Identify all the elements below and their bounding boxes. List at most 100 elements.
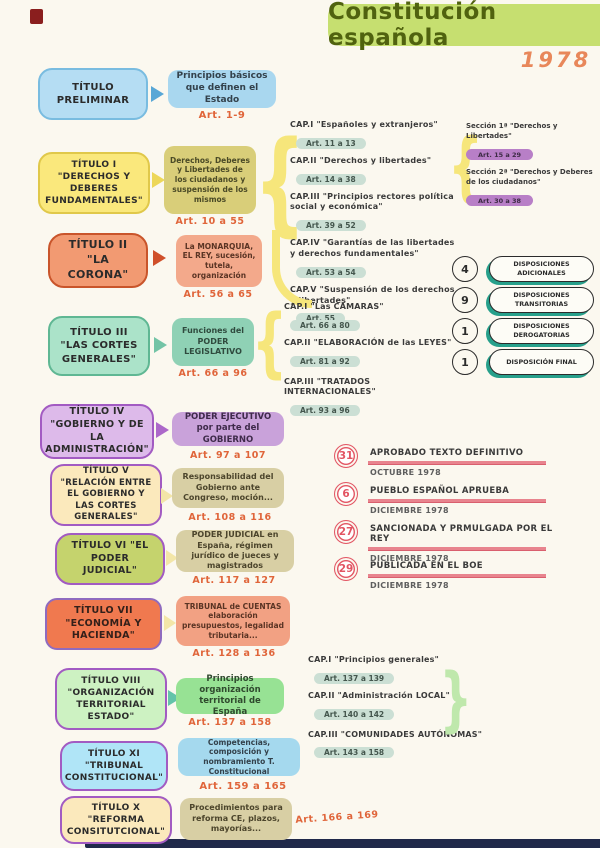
- arrow-right-icon: [166, 550, 178, 566]
- titulo-preliminar-desc: Principios básicos que definen el Estado: [168, 70, 276, 108]
- seccion-item: Sección 1ª "Derechos y Libertades" Art. …: [466, 122, 596, 168]
- titulo-8-box: TÍTULO VIII "ORGANIZACIÓN TERRITORIAL ES…: [55, 668, 167, 730]
- timeline-underline: [368, 574, 546, 578]
- titulo-7-box: TÍTULO VII "ECONOMÍA Y HACIENDA": [45, 598, 162, 650]
- titulo-8-art: Art. 137 a 158: [188, 717, 272, 728]
- timeline-event: PUBLICADA EN EL BOE: [370, 561, 483, 571]
- titulo-6-box: TÍTULO VI "EL PODER JUDICIAL": [55, 533, 165, 585]
- timeline-event: PUEBLO ESPAÑOL APRUEBA: [370, 486, 510, 496]
- count-badge: 4: [452, 256, 478, 282]
- disposicion-label: DISPOSICIÓN FINAL: [489, 349, 594, 375]
- chapter-title: CAP.I "Españoles y extranjeros": [290, 120, 438, 129]
- chapter-item: CAP.III "TRATADOS INTERNACIONALES" Art. …: [284, 377, 456, 418]
- chapter-title: CAP.I "Las CAMARAS": [284, 302, 384, 311]
- year-label: 1978: [520, 48, 592, 72]
- chapter-item: CAP.II "Administración LOCAL" Art. 140 a…: [308, 691, 483, 721]
- timeline-body: APROBADO TEXTO DEFINITIVO OCTUBRE 1978: [368, 444, 546, 477]
- timeline-item: 6 PUEBLO ESPAÑOL APRUEBA DICIEMBRE 1978: [334, 482, 574, 515]
- article-range-badge: Art. 15 a 29: [466, 149, 534, 161]
- arrow-right-icon: [153, 250, 166, 266]
- titulo-preliminar-box: TÍTULO PRELIMINAR: [38, 68, 148, 120]
- seccion-item: Sección 2ª "Derechos y Deberes de los ci…: [466, 168, 596, 214]
- capitulos-titulo-8: CAP.I "Principios generales" Art. 137 a …: [308, 655, 483, 765]
- article-range-badge: Art. 66 a 80: [290, 319, 360, 331]
- article-range-badge: Art. 81 a 92: [290, 355, 360, 367]
- chapter-title: CAP.II "Administración LOCAL": [308, 690, 450, 700]
- disposiciones-transitorias: 9 DISPOSICIONES TRANSITORIAS: [452, 287, 594, 313]
- chapter-title: CAP.III "COMUNIDADES AUTÓNOMAS": [308, 729, 483, 739]
- arrow-right-icon: [156, 422, 169, 438]
- day-badge: 31: [334, 444, 358, 468]
- timeline-item: 27 SANCIONADA Y PRMULGADA POR EL REY DIC…: [334, 520, 574, 563]
- capitulos-titulo-1: CAP.I "Españoles y extranjeros" Art. 11 …: [290, 120, 462, 331]
- curly-brace-decoration: {: [439, 658, 472, 740]
- curly-brace-decoration: {: [448, 121, 484, 210]
- titulo-4-desc: PODER EJECUTIVO por parte del GOBIERNO: [172, 412, 284, 446]
- day-badge: 6: [334, 482, 358, 506]
- article-range-badge: Art. 53 a 54: [296, 266, 366, 278]
- titulo-10-desc: Procedimientos para reforma CE, plazos, …: [180, 798, 292, 840]
- timeline-date: DICIEMBRE 1978: [370, 553, 449, 563]
- secciones-group: Sección 1ª "Derechos y Libertades" Art. …: [466, 122, 596, 214]
- titulo-8-desc: Principios organización territorial de E…: [176, 674, 284, 717]
- chapter-title: CAP.II "ELABORACIÓN de las LEYES": [284, 337, 452, 347]
- timeline-item: 31 APROBADO TEXTO DEFINITIVO OCTUBRE 197…: [334, 444, 574, 477]
- titulo-6-desc: PODER JUDICIAL en España, régimen jurídi…: [176, 530, 294, 572]
- titulo-10-art: Art. 166 a 169: [295, 809, 379, 826]
- article-range-badge: Art. 14 a 38: [296, 173, 366, 185]
- titulo-9-desc: Competencias, composición y nombramiento…: [178, 738, 300, 776]
- corner-flag-icon: [30, 9, 43, 24]
- chapter-title: CAP.II "Derechos y libertades": [290, 155, 432, 165]
- titulo-3-desc: Funciones del PODER LEGISLATIVO: [172, 318, 254, 366]
- disposiciones-derogatorias: 1 DISPOSICIONES DEROGATORIAS: [452, 318, 594, 344]
- disposicion-label: DISPOSICIONES ADICIONALES: [489, 256, 594, 282]
- day-badge: 27: [334, 520, 358, 544]
- chapter-title: CAP.IV "Garantías de las libertades y de…: [290, 238, 455, 258]
- arrow-right-icon: [164, 615, 176, 631]
- titulo-4-art: Art. 97 a 107: [189, 450, 267, 461]
- article-range-badge: Art. 140 a 142: [314, 708, 395, 720]
- arrow-right-icon: [151, 86, 164, 102]
- timeline-body: PUBLICADA EN EL BOE DICIEMBRE 1978: [368, 557, 546, 590]
- titulo-3-box: TÍTULO III "LAS CORTES GENERALES": [48, 316, 150, 376]
- seccion-title: Sección 2ª "Derechos y Deberes de los ci…: [466, 168, 593, 186]
- page-title: Constitución española: [328, 0, 600, 51]
- chapter-item: CAP.IV "Garantías de las libertades y de…: [290, 238, 462, 279]
- titulo-2-art: Art. 56 a 65: [183, 289, 253, 300]
- titulo-7-art: Art. 128 a 136: [192, 648, 276, 659]
- timeline-date: DICIEMBRE 1978: [370, 580, 449, 590]
- timeline-date: DICIEMBRE 1978: [370, 505, 449, 515]
- article-range-badge: Art. 30 a 38: [466, 195, 534, 207]
- count-badge: 1: [452, 349, 478, 375]
- titulo-preliminar-art: Art. 1-9: [198, 110, 246, 121]
- chapter-item: CAP.III "COMUNIDADES AUTÓNOMAS" Art. 143…: [308, 730, 483, 760]
- titulo-9-art: Art. 159 a 165: [199, 781, 287, 792]
- titulo-5-desc: Responsabilidad del Gobierno ante Congre…: [172, 468, 284, 508]
- chapter-item: CAP.III "Principios rectores política so…: [290, 192, 462, 233]
- timeline-item: 29 PUBLICADA EN EL BOE DICIEMBRE 1978: [334, 557, 574, 590]
- titulo-5-box: TÍTULO V "RELACIÓN ENTRE EL GOBIERNO Y L…: [50, 464, 162, 526]
- disposiciones-adicionales: 4 DISPOSICIONES ADICIONALES: [452, 256, 594, 282]
- curly-brace-decoration: {: [252, 297, 288, 386]
- timeline-event: SANCIONADA Y PRMULGADA POR EL REY: [370, 524, 553, 544]
- count-badge: 9: [452, 287, 478, 313]
- capitulos-titulo-3: CAP.I "Las CAMARAS" Art. 66 a 80 CAP.II …: [284, 302, 456, 423]
- arrow-right-icon: [161, 488, 173, 504]
- titulo-6-art: Art. 117 a 127: [192, 575, 276, 586]
- timeline-event: APROBADO TEXTO DEFINITIVO: [370, 448, 524, 458]
- chapter-item: CAP.II "Derechos y libertades" Art. 14 a…: [290, 156, 462, 186]
- timeline-date: OCTUBRE 1978: [370, 467, 441, 477]
- count-badge: 1: [452, 318, 478, 344]
- bottom-divider: [85, 839, 600, 848]
- titulo-9-box: TÍTULO XI "TRIBUNAL CONSTITUCIONAL": [60, 741, 168, 791]
- titulo-10-box: TÍTULO X "REFORMA CONSITUTCIONAL": [60, 796, 172, 844]
- timeline-body: SANCIONADA Y PRMULGADA POR EL REY DICIEM…: [368, 520, 574, 563]
- titulo-2-box: TÍTULO II "LA CORONA": [48, 233, 148, 288]
- day-badge: 29: [334, 557, 358, 581]
- titulo-7-desc: TRIBUNAL de CUENTAS elaboración presupue…: [176, 596, 290, 646]
- timeline-underline: [368, 461, 546, 465]
- chapter-title: CAP.III "Principios rectores política so…: [290, 191, 454, 212]
- article-range-badge: Art. 137 a 139: [314, 672, 395, 684]
- chapter-title: CAP.III "TRATADOS INTERNACIONALES": [284, 376, 376, 397]
- article-range-badge: Art. 11 a 13: [296, 137, 366, 149]
